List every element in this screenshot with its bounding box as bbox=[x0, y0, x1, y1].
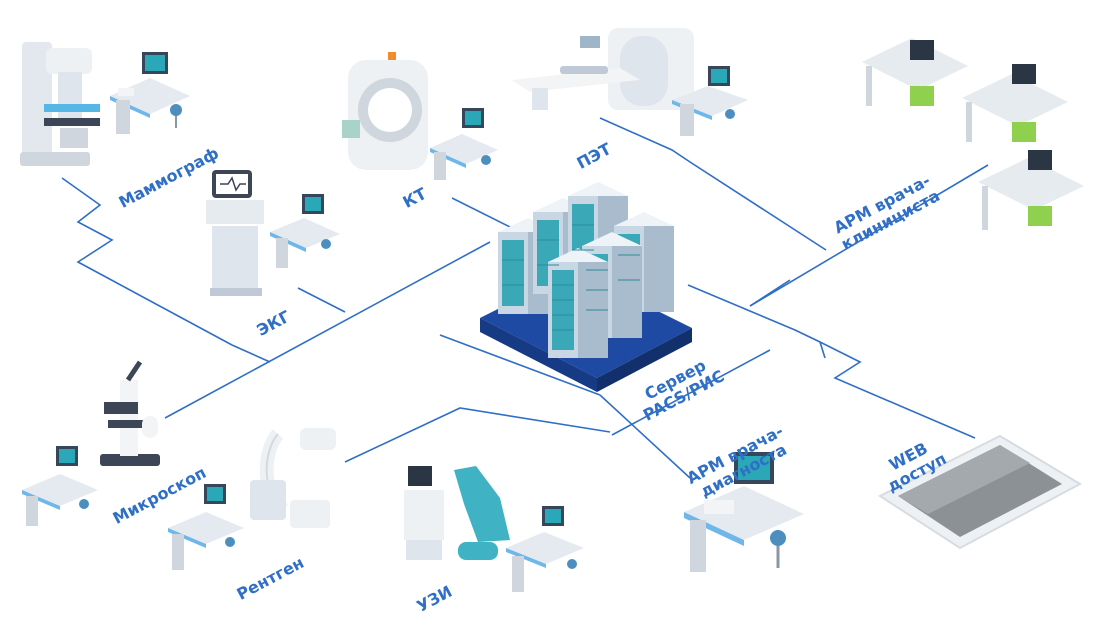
line-clinician bbox=[749, 164, 989, 307]
line-ekg bbox=[231, 344, 271, 363]
line-server-left bbox=[439, 334, 601, 396]
network-lines bbox=[61, 117, 989, 479]
line-server-right bbox=[687, 284, 826, 359]
line-microscope bbox=[164, 241, 491, 419]
pet-workstation-icon bbox=[672, 66, 748, 136]
ultrasound-workstation-icon bbox=[506, 506, 584, 592]
line-uzi bbox=[344, 407, 611, 463]
line-server-clinician bbox=[749, 279, 791, 307]
c-arm-xray-icon bbox=[250, 428, 336, 528]
line-ct bbox=[451, 197, 513, 229]
line-ekg-to-backbone bbox=[297, 287, 346, 313]
line-web bbox=[819, 341, 976, 439]
office-desks-icon bbox=[862, 38, 1084, 230]
mammograph-icon bbox=[20, 42, 100, 166]
pet-scanner-icon bbox=[512, 28, 694, 110]
tablet-icon bbox=[877, 434, 1083, 550]
ekg-workstation-icon bbox=[270, 194, 340, 268]
microscope-icon bbox=[100, 360, 160, 466]
line-mammograph bbox=[61, 177, 233, 346]
line-server-diag bbox=[599, 394, 691, 479]
pacs-server-icon bbox=[480, 182, 692, 392]
ekg-machine-icon bbox=[206, 170, 264, 296]
ultrasound-machine-icon bbox=[404, 466, 510, 560]
line-pet bbox=[599, 117, 827, 251]
microscope-workstation-icon bbox=[22, 446, 98, 526]
line-diagnostician bbox=[611, 349, 771, 436]
mammograph-workstation-icon bbox=[110, 52, 190, 134]
ct-scanner-icon bbox=[342, 52, 428, 170]
xray-workstation-icon bbox=[168, 484, 244, 570]
ct-workstation-icon bbox=[430, 108, 498, 180]
workstation-icon bbox=[684, 452, 804, 572]
